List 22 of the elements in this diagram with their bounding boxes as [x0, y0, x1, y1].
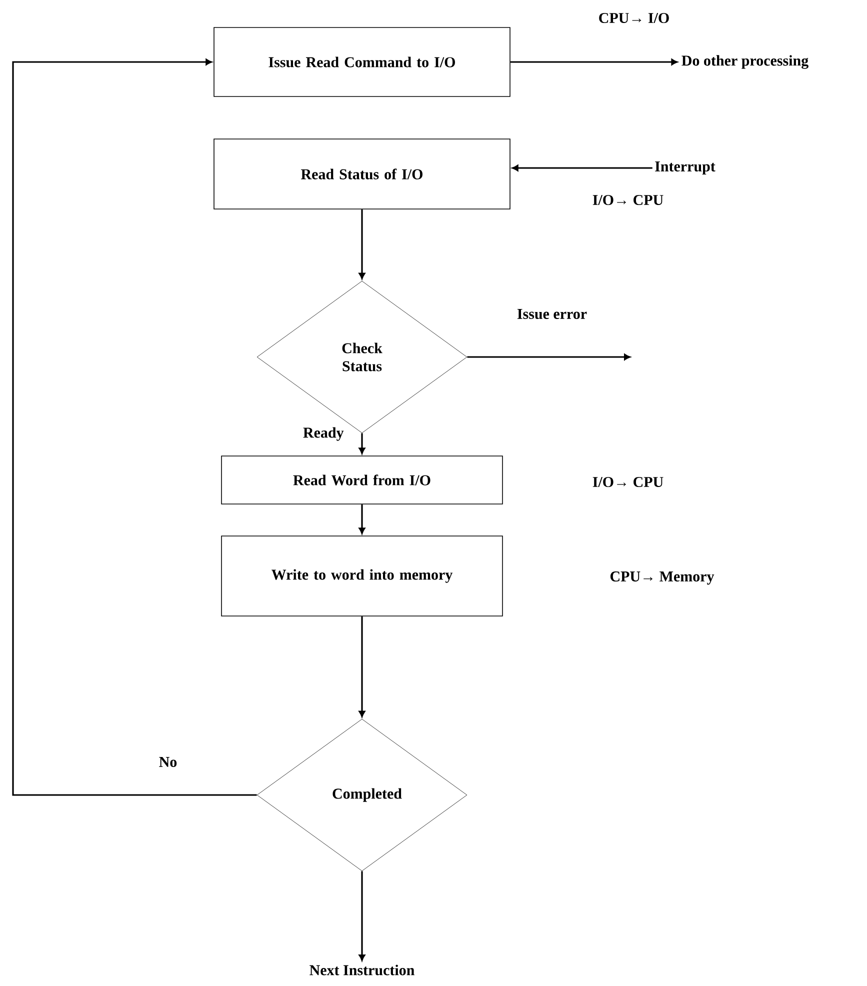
arrow — [358, 433, 366, 454]
terminal-text: Interrupt — [655, 162, 716, 175]
edge-label: No — [159, 757, 177, 767]
arrow — [512, 164, 652, 172]
edge-label: Issue error — [517, 309, 587, 320]
process-box: Read Status of I/O — [214, 138, 510, 210]
process-box: Issue Read Command to I/O — [214, 27, 510, 97]
terminal-text: Next Instruction — [310, 964, 414, 976]
flow-annotation: CPU→ Memory — [610, 571, 714, 585]
arrow — [358, 504, 366, 534]
flow-annotation: I/O→ CPU — [592, 194, 664, 206]
process-box: Write to word into memory — [221, 536, 503, 616]
arrow — [12, 58, 257, 796]
arrow — [467, 354, 630, 360]
terminal-text: Do other processing — [682, 55, 808, 69]
flow-annotation: CPU→ I/O — [599, 12, 669, 24]
arrow — [358, 616, 366, 718]
arrow — [510, 58, 678, 66]
arrow — [358, 209, 366, 280]
process-box: Read Word from I/O — [221, 456, 503, 504]
arrow — [358, 871, 366, 961]
flow-annotation: I/O→ CPU — [592, 476, 664, 488]
